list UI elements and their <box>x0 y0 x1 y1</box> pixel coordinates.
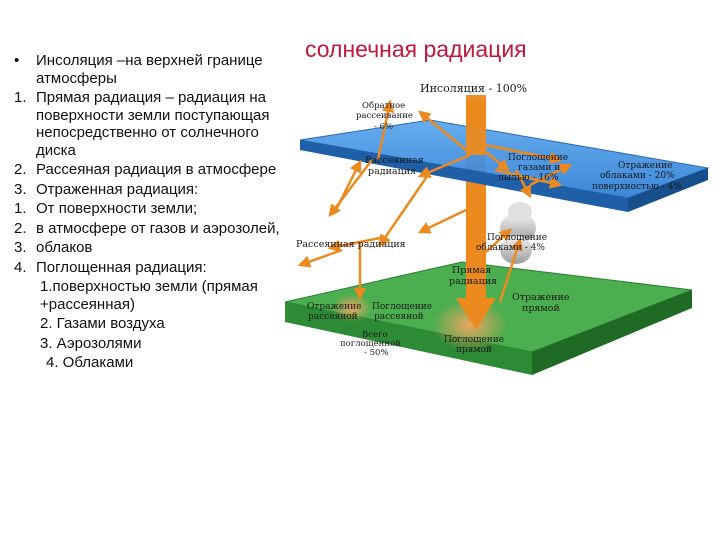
label-scattered-mid: Рассеянная радиация <box>296 239 406 250</box>
list-item: 2. Рассеяная радиация в атмосфере <box>14 161 284 179</box>
list-marker: 4. <box>14 258 27 276</box>
list-item-text: Отраженная радиация: <box>36 180 199 198</box>
slide-title: солнечная радиация <box>305 36 527 62</box>
svg-text:пылью - 16%: пылью - 16% <box>498 173 559 183</box>
list-marker: 2. <box>14 161 27 178</box>
direct-beam-head <box>456 298 496 330</box>
label-direct-absorption: Поглощение прямой <box>444 335 504 355</box>
label-scattered-top: Рассеянная радиация <box>365 155 424 177</box>
insolation-beam <box>466 95 486 155</box>
svg-text:Поглощение: Поглощение <box>487 233 547 243</box>
list-item-text: Прямая радиация – радиация на поверхност… <box>36 89 270 159</box>
svg-text:радиация: радиация <box>449 276 497 287</box>
list-item: 4. Облаками <box>14 354 284 372</box>
list-item: 3. облаков <box>14 239 284 257</box>
svg-text:Прямая: Прямая <box>452 265 491 276</box>
svg-text:газами и: газами и <box>518 163 560 173</box>
svg-text:- 50%: - 50% <box>364 348 388 358</box>
svg-text:прямой: прямой <box>522 303 560 314</box>
label-absorption-gases: Поглощение газами и пылью - 16% <box>498 153 568 183</box>
list-item: 3. Отраженная радиация: <box>14 181 284 199</box>
list-item: 3. Аэрозолями <box>14 335 284 353</box>
list-item: 1.поверхностью земли (прямая +рассеянная… <box>14 278 284 313</box>
svg-text:рассеяной: рассеяной <box>308 312 358 322</box>
list-item: 1. Прямая радиация – радиация на поверхно… <box>14 89 284 159</box>
list-item-text: 1.поверхностью земли (прямая +рассеянная… <box>40 278 258 313</box>
radiation-list: • Инсоляция –на верхней границе атмосферы… <box>14 52 284 374</box>
list-item-text: 3. Аэрозолями <box>40 334 142 352</box>
svg-text:Всего: Всего <box>362 330 388 340</box>
svg-text:Поглощение: Поглощение <box>444 335 504 345</box>
list-marker: 3. <box>14 180 27 198</box>
list-item: 2. в атмосфере от газов и аэрозолей, <box>14 220 284 238</box>
svg-text:рассеяной: рассеяной <box>374 312 424 322</box>
list-marker: 3. <box>14 239 27 256</box>
label-scattered-absorption: Поглощение рассеяной <box>372 302 432 322</box>
label-cloud-reflection: Отражение облаками - 20% поверхностью - … <box>592 161 682 192</box>
list-item-text: облаков <box>36 239 93 256</box>
svg-text:облаками - 4%: облаками - 4% <box>476 242 545 253</box>
svg-text:Отражение: Отражение <box>512 292 570 303</box>
svg-text:облаками - 20%: облаками - 20% <box>600 170 675 181</box>
label-direct: Прямая радиация <box>449 265 497 287</box>
list-item-text: От поверхности земли; <box>36 200 198 217</box>
label-total-absorbed: Всего поглощенной - 50% <box>340 330 401 358</box>
svg-text:радиация: радиация <box>368 166 416 177</box>
list-item: 2. Газами воздуха <box>14 315 284 333</box>
label-cloud-absorption: Поглощение облаками - 4% <box>476 233 547 253</box>
radiation-arrows <box>297 99 573 303</box>
label-insolation: Инсоляция - 100% <box>420 82 527 95</box>
svg-text:поглощенной: поглощенной <box>340 339 401 349</box>
svg-text:Отражение: Отражение <box>307 302 361 312</box>
svg-text:прямой: прямой <box>456 345 492 355</box>
svg-text:рассеивание: рассеивание <box>356 111 413 121</box>
list-item-text: 2. Газами воздуха <box>40 315 165 332</box>
list-item: • Инсоляция –на верхней границе атмосферы <box>14 52 284 87</box>
list-item: 1. От поверхности земли; <box>14 200 284 218</box>
list-marker: 1. <box>14 89 27 106</box>
svg-text:Рассеянная: Рассеянная <box>365 155 424 166</box>
absorption-glow <box>332 294 372 322</box>
svg-text:Поглощение: Поглощение <box>508 153 568 163</box>
label-direct-reflection: Отражение прямой <box>512 292 570 314</box>
list-item-text: Инсоляция –на верхней границе атмосферы <box>36 52 263 87</box>
label-scattered-reflection: Отражение рассеяной <box>307 302 361 322</box>
list-item-text: в атмосфере от газов и аэрозолей, <box>36 219 280 237</box>
list-item-text: Рассеяная радиация в атмосфере <box>36 161 277 178</box>
list-item-text: Поглощенная радиация: <box>36 258 207 276</box>
svg-text:Обратное: Обратное <box>362 100 405 111</box>
svg-text:поверхностью - 4%: поверхностью - 4% <box>592 182 682 192</box>
list-marker: • <box>14 52 20 69</box>
list-marker: 2. <box>14 219 27 237</box>
svg-text:Отражение: Отражение <box>618 161 672 171</box>
label-backscatter: Обратное рассеивание - 6% <box>356 100 413 132</box>
svg-text:Поглощение: Поглощение <box>372 302 432 312</box>
absorption-glow <box>432 299 508 351</box>
list-marker: 1. <box>14 200 27 217</box>
list-item-text: 4. Облаками <box>46 354 134 371</box>
svg-text:- 6%: - 6% <box>374 122 393 132</box>
list-item: 4. Поглощенная радиация: <box>14 259 284 277</box>
